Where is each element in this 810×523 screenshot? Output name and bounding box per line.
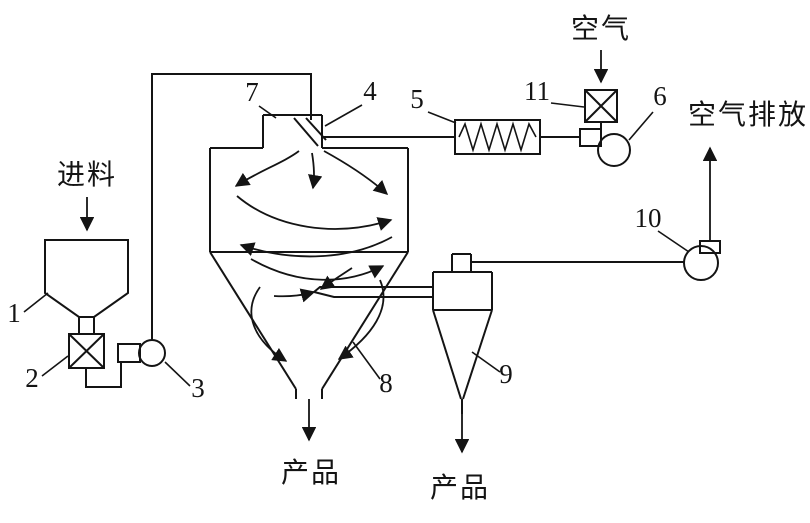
air-valve-icon — [584, 89, 618, 123]
drying-chamber: 产品 — [209, 147, 409, 489]
leader-2 — [41, 355, 69, 377]
callout-9: 9 — [499, 359, 513, 389]
atomizer-vane-1 — [293, 117, 319, 147]
number-callouts: 1 2 3 4 5 6 7 8 9 10 11 — [7, 76, 690, 403]
air-heater-icon — [454, 119, 541, 155]
feed-pump-icon — [117, 339, 166, 367]
chamber-cone-right — [321, 251, 409, 390]
leader-1 — [23, 292, 49, 313]
exhaust-fan-section: 空气排放 — [471, 98, 808, 281]
product-label-chamber: 产品 — [281, 456, 341, 489]
cyclone-cone-right — [462, 309, 493, 400]
swirl-arrow — [239, 236, 393, 258]
dryer-top-box — [262, 114, 327, 148]
leader-8 — [352, 341, 381, 380]
callout-5: 5 — [410, 84, 424, 114]
product-label-cyclone: 产品 — [430, 471, 490, 504]
callout-10: 10 — [635, 203, 662, 233]
swirl-arrow — [273, 288, 316, 303]
leader-11 — [550, 102, 585, 108]
air-blower-icon — [579, 128, 631, 167]
leader-3 — [164, 361, 191, 387]
swirl-arrow — [250, 258, 385, 281]
leader-9 — [471, 351, 501, 373]
swirl-arrow — [308, 152, 323, 190]
air-exhaust-label: 空气排放 — [688, 98, 808, 131]
callout-3: 3 — [191, 373, 205, 403]
valve-to-pump-pipe — [85, 363, 122, 388]
swirl-arrow — [250, 286, 288, 362]
cyclone-separator: 产品 — [430, 253, 493, 504]
callout-2: 2 — [25, 363, 39, 393]
callout-4: 4 — [363, 76, 377, 106]
swirl-arrow — [236, 195, 393, 231]
callout-11: 11 — [524, 76, 550, 106]
cyclone-cone-left — [432, 309, 462, 400]
feed-riser-pipe — [151, 73, 312, 340]
leader-7 — [258, 105, 277, 119]
rotary-valve-icon — [68, 333, 105, 369]
leader-5 — [427, 111, 457, 124]
leader-10 — [657, 230, 690, 253]
feed-section: 进料 — [44, 73, 312, 388]
swirl-arrow — [323, 150, 389, 195]
air-inlet-label: 空气 — [571, 12, 631, 45]
airflow-swirl-arrows — [234, 150, 393, 362]
feed-label: 进料 — [57, 158, 117, 191]
chamber-to-cyclone-pipe — [311, 286, 433, 298]
air-supply-section: 空气 — [322, 12, 631, 167]
swirl-arrow — [234, 150, 300, 187]
leader-4 — [324, 104, 363, 127]
heater-coil — [458, 121, 537, 153]
callout-6: 6 — [653, 81, 667, 111]
callout-7: 7 — [245, 77, 259, 107]
leader-6 — [628, 111, 654, 141]
swirl-arrow — [337, 279, 385, 360]
callout-1: 1 — [7, 298, 21, 328]
callout-8: 8 — [379, 368, 393, 398]
feed-hopper-shape — [44, 239, 129, 318]
